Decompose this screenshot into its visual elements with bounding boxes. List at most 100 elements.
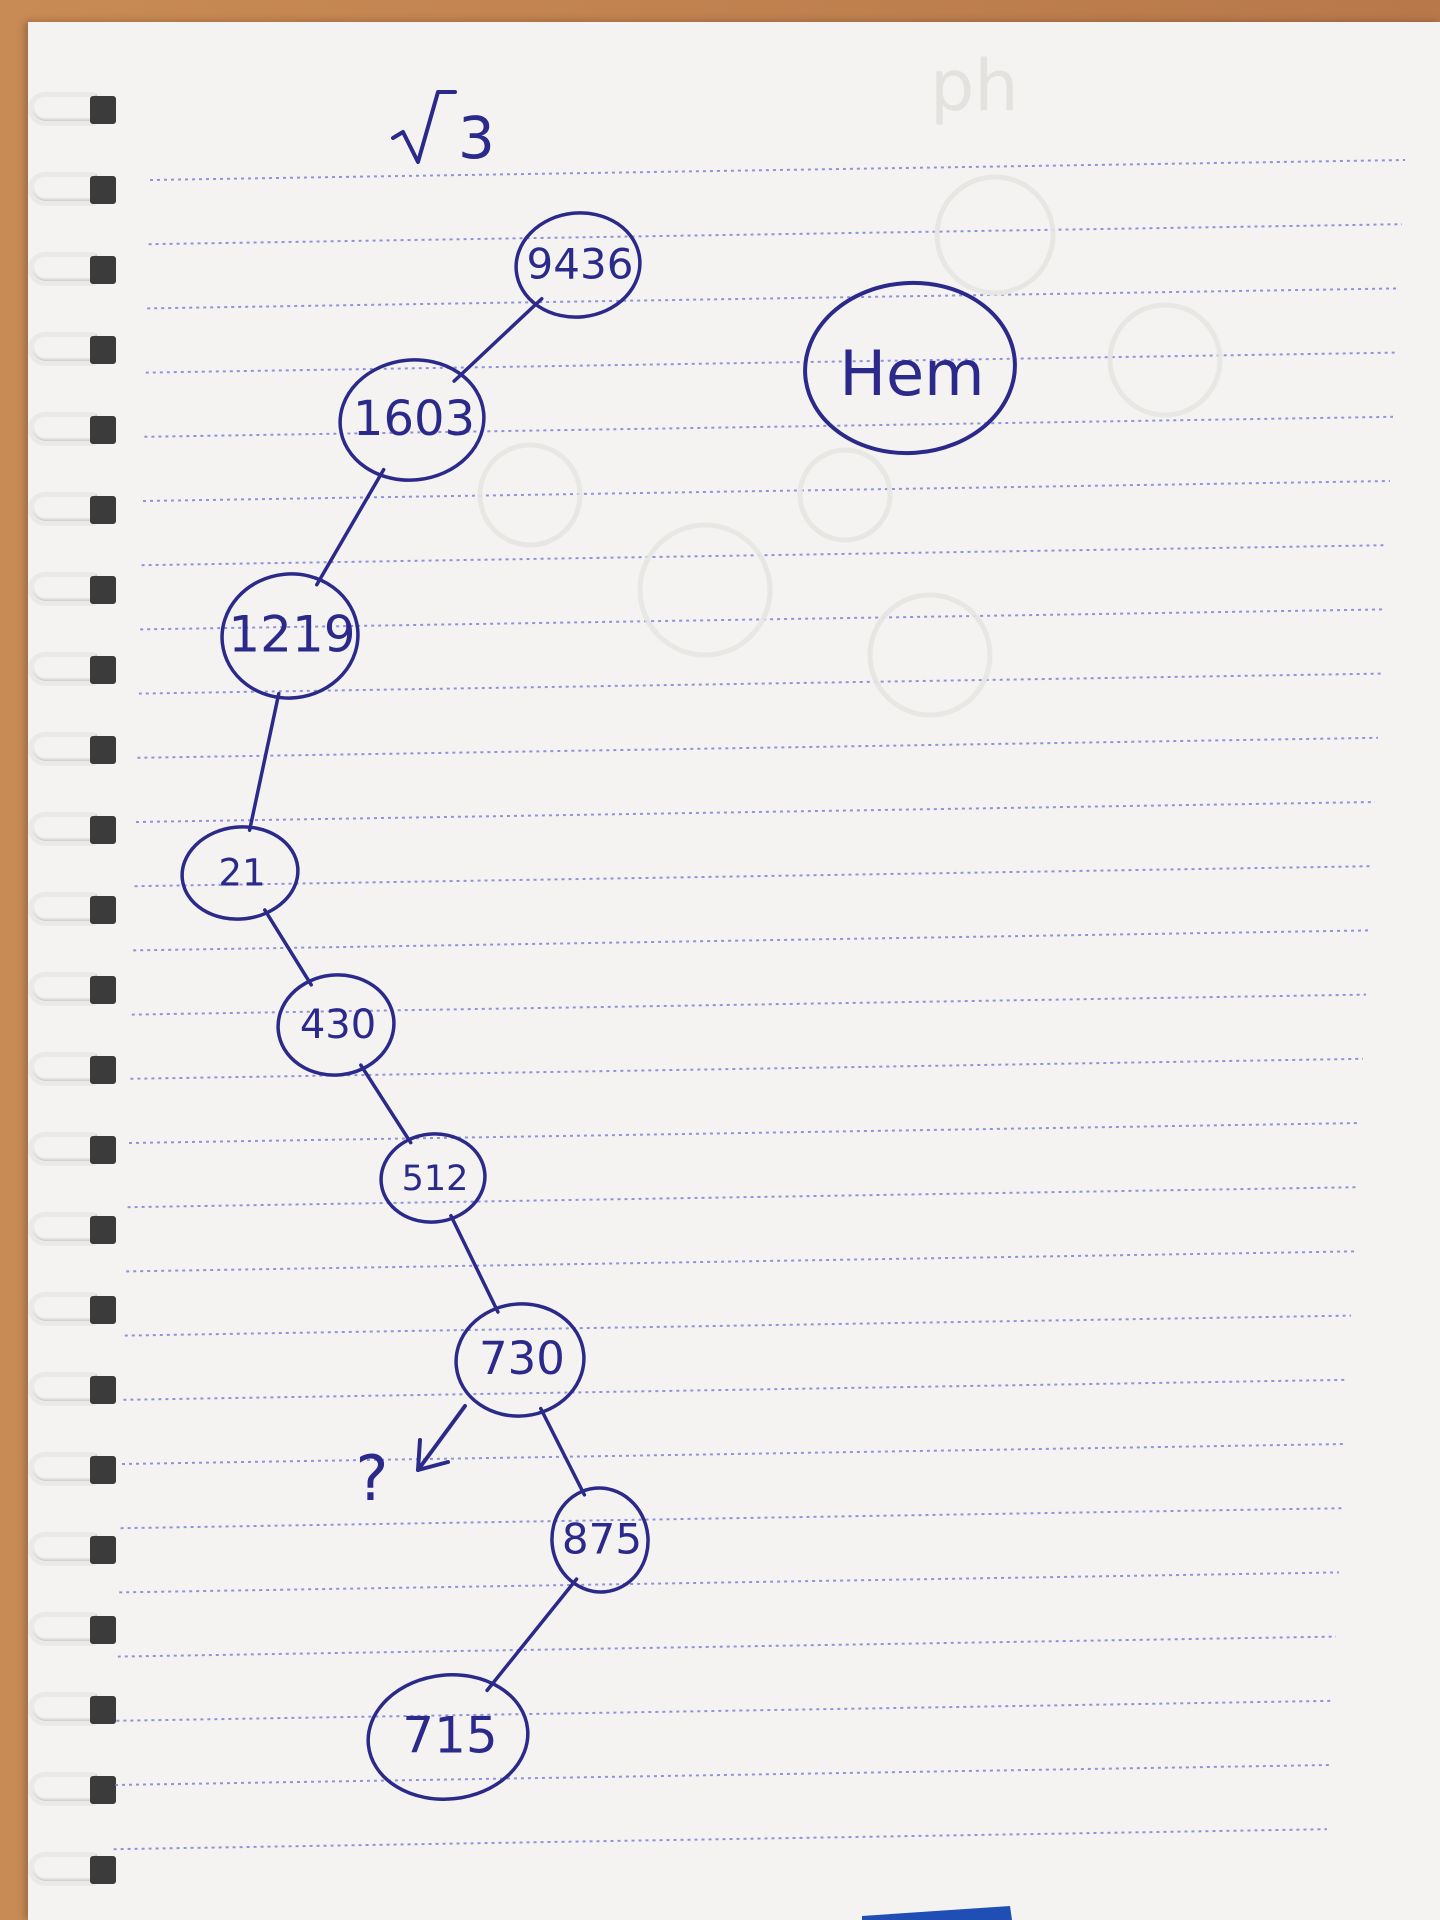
node-label: 730 (479, 1332, 565, 1385)
binding-hole (90, 336, 116, 364)
tree-edge (315, 467, 386, 587)
binding-hole (90, 1376, 116, 1404)
ghost-text: ph (930, 45, 1019, 127)
node-label: 21 (218, 852, 265, 895)
hem-label: Hem (839, 337, 984, 410)
arrow-line (416, 1404, 467, 1472)
tree-node: 9436 (514, 211, 642, 319)
spiral-binding (28, 82, 138, 1920)
tree-node: 1603 (338, 358, 486, 482)
ruled-line (133, 929, 1370, 952)
ruled-line (117, 1635, 1337, 1658)
binding-hole (90, 1856, 116, 1884)
arrow-head-icon (416, 1438, 450, 1472)
binding-hole (90, 416, 116, 444)
ruled-line (145, 351, 1397, 374)
hem-circle (803, 280, 1017, 456)
node-label: 715 (402, 1707, 497, 1765)
binding-hole (90, 1296, 116, 1324)
ghost-circle (637, 522, 773, 658)
tree-edge (452, 296, 544, 383)
ruled-line (148, 223, 1403, 246)
ruled-line (119, 1571, 1340, 1594)
sqrt-number: 3 (458, 104, 495, 172)
node-circle (366, 1673, 530, 1801)
binding-hole (90, 976, 116, 1004)
tree-edge (263, 908, 313, 987)
node-circle (276, 973, 396, 1077)
tree-edge (485, 1577, 579, 1693)
ruled-line (121, 1443, 1346, 1465)
sqrt-sign-icon (391, 90, 457, 164)
ruled-line (128, 1122, 1361, 1144)
tree-node: 512 (379, 1132, 487, 1224)
node-circle (338, 358, 486, 482)
binding-hole (90, 736, 116, 764)
ruled-line (124, 1314, 1352, 1337)
binding-hole (90, 896, 116, 924)
binding-hole (90, 576, 116, 604)
binding-hole (90, 1216, 116, 1244)
ruled-line (127, 1186, 1358, 1209)
binding-hole (90, 1616, 116, 1644)
binding-hole (90, 1136, 116, 1164)
ruled-line (141, 544, 1388, 567)
ruled-line (123, 1378, 1349, 1401)
node-circle (514, 211, 642, 319)
question-annotation: ? (356, 1404, 467, 1515)
tree-edge (359, 1063, 413, 1145)
binding-hole (90, 1536, 116, 1564)
binding-hole (90, 1056, 116, 1084)
tree-edge (539, 1406, 587, 1497)
ruled-line (120, 1507, 1343, 1530)
node-label: 430 (300, 1002, 376, 1048)
header-sqrt3: 3 (391, 90, 495, 172)
tree-node: 730 (454, 1302, 586, 1418)
node-label: 1603 (353, 391, 475, 447)
binding-hole (90, 1456, 116, 1484)
ghost-circle (867, 592, 993, 718)
paper-impressions: ph (477, 45, 1223, 718)
binding-hole (90, 816, 116, 844)
binding-hole (90, 96, 116, 124)
ruled-line (126, 1250, 1355, 1273)
ghost-circle (934, 174, 1056, 296)
node-label: 9436 (527, 240, 634, 289)
printed-mark (862, 1906, 1012, 1920)
ghost-circle (1107, 302, 1223, 418)
ruled-line (149, 159, 1406, 181)
binding-hole (90, 256, 116, 284)
tree-node: 21 (180, 825, 300, 921)
node-circle (220, 572, 360, 700)
hem-label-group: Hem (803, 280, 1017, 456)
node-circle (180, 825, 300, 921)
binding-hole (90, 176, 116, 204)
tree-node: 1219 (220, 572, 360, 700)
binding-hole (90, 656, 116, 684)
ruled-line (140, 608, 1385, 631)
tree-edge (449, 1213, 500, 1314)
tree-edge (247, 691, 281, 832)
ruled-line (142, 480, 1391, 502)
notebook-page (28, 22, 1440, 1920)
ruled-line (144, 415, 1394, 438)
node-circle (379, 1132, 487, 1224)
binding-hole (90, 1696, 116, 1724)
tree-node: 430 (276, 973, 396, 1077)
question-mark: ? (356, 1442, 389, 1515)
tree-node: 875 (550, 1486, 650, 1594)
node-label: 875 (562, 1515, 642, 1564)
binding-hole (90, 1776, 116, 1804)
tree-nodes: 9436 1603 1219 21 430 512 730 875 715 (180, 211, 650, 1801)
ruled-line (131, 993, 1367, 1016)
node-circle (550, 1486, 650, 1594)
tree-node: 715 (366, 1673, 530, 1801)
node-circle (454, 1302, 586, 1418)
node-label: 1219 (228, 606, 355, 664)
ghost-circle (797, 447, 893, 543)
ruled-line (134, 865, 1373, 888)
ruled-line (147, 287, 1400, 310)
node-label: 512 (402, 1159, 469, 1199)
